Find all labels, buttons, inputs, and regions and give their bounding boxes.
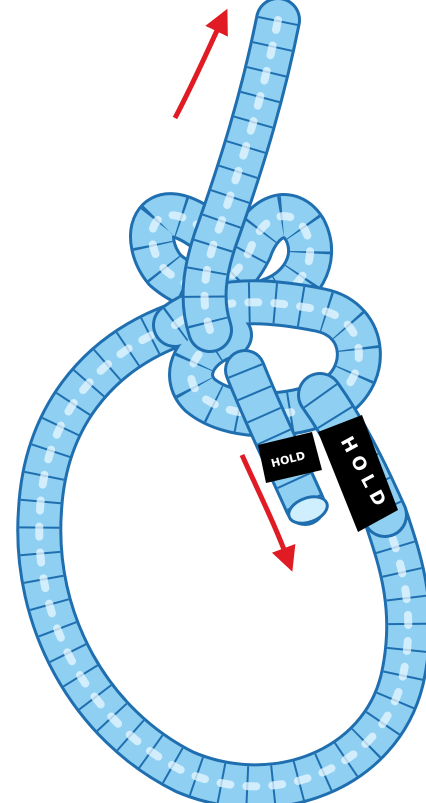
arrow-up-icon [175, 20, 222, 118]
